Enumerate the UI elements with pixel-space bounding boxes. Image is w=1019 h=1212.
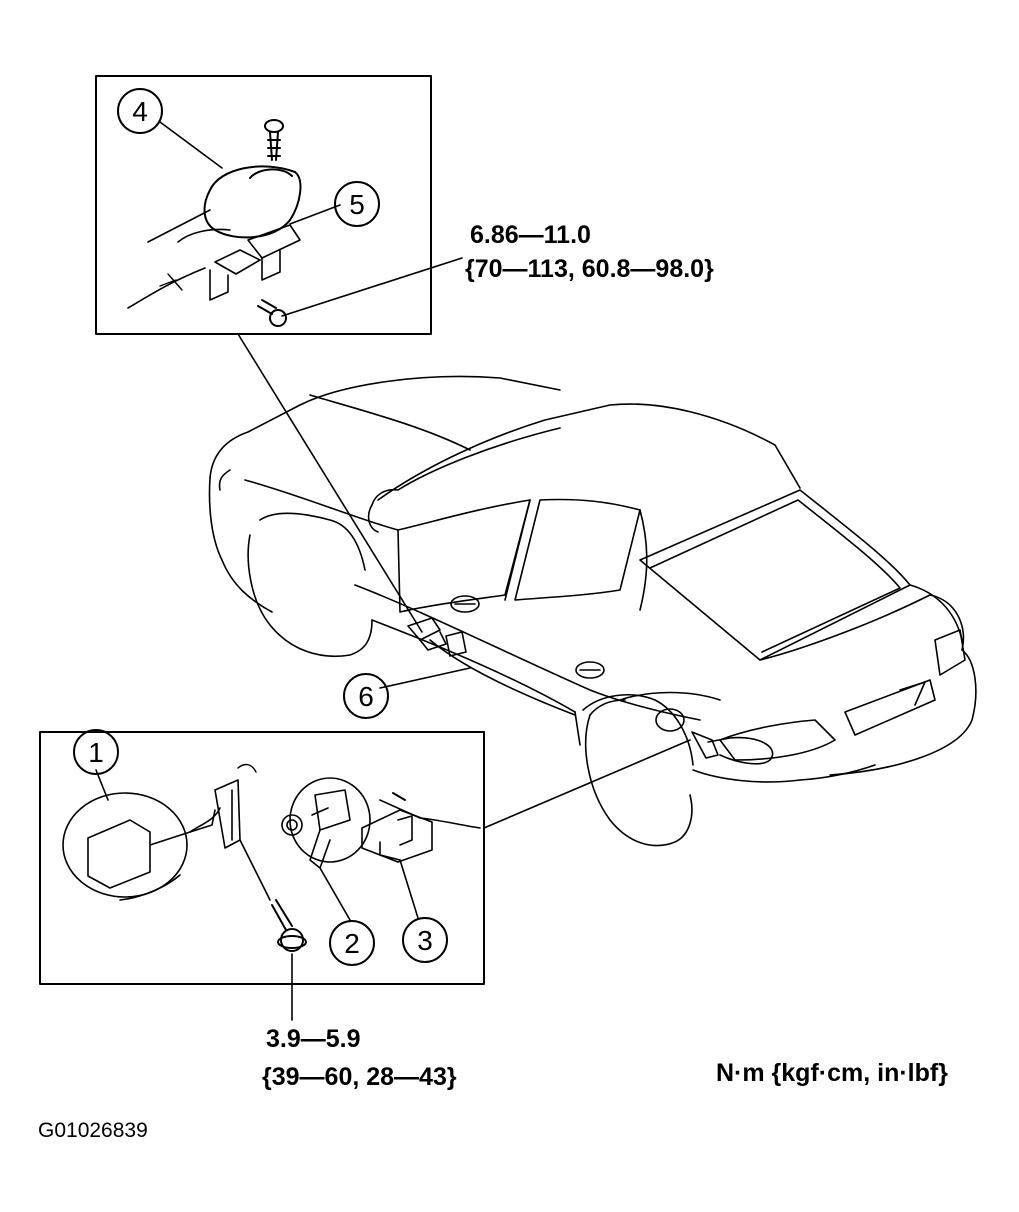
fuel-lid [62,792,221,901]
upper-detail-box [95,75,432,335]
svg-text:5: 5 [349,189,365,220]
units-legend: N·m {kgf·cm, in·lbf} [716,1059,948,1087]
callout-3: 3 [402,917,448,963]
hinge-bolt [271,899,307,952]
callout-1: 1 [73,729,119,775]
callout-5: 5 [334,181,380,227]
lower-detail-box [39,731,485,985]
figure-code: G01026839 [38,1119,148,1142]
lid-hinge [214,779,271,901]
lid-actuator [361,792,481,863]
callout-4: 4 [117,88,163,134]
callout-6: 6 [343,673,389,719]
opener-cable [127,267,206,309]
opener-bracket [177,224,301,301]
clip-fastener [264,119,284,161]
opener-bolt [257,299,287,327]
opener-cover [203,165,302,239]
vehicle-outline [208,375,977,847]
svg-text:6: 6 [358,681,374,712]
svg-text:4: 4 [132,96,148,127]
torque-lower-nm: 3.9—5.9 [266,1025,361,1053]
callout-2: 2 [329,920,375,966]
svg-text:1: 1 [88,737,104,768]
torque-upper-kgf-inlbf: {70—113, 60.8—98.0} [465,255,714,283]
svg-text:2: 2 [344,928,360,959]
leader-lines [237,257,691,1021]
lid-latch [281,777,371,869]
torque-upper-nm: 6.86—11.0 [470,221,591,249]
torque-lower-kgf-inlbf: {39—60, 28—43} [262,1063,457,1091]
svg-text:3: 3 [417,925,433,956]
